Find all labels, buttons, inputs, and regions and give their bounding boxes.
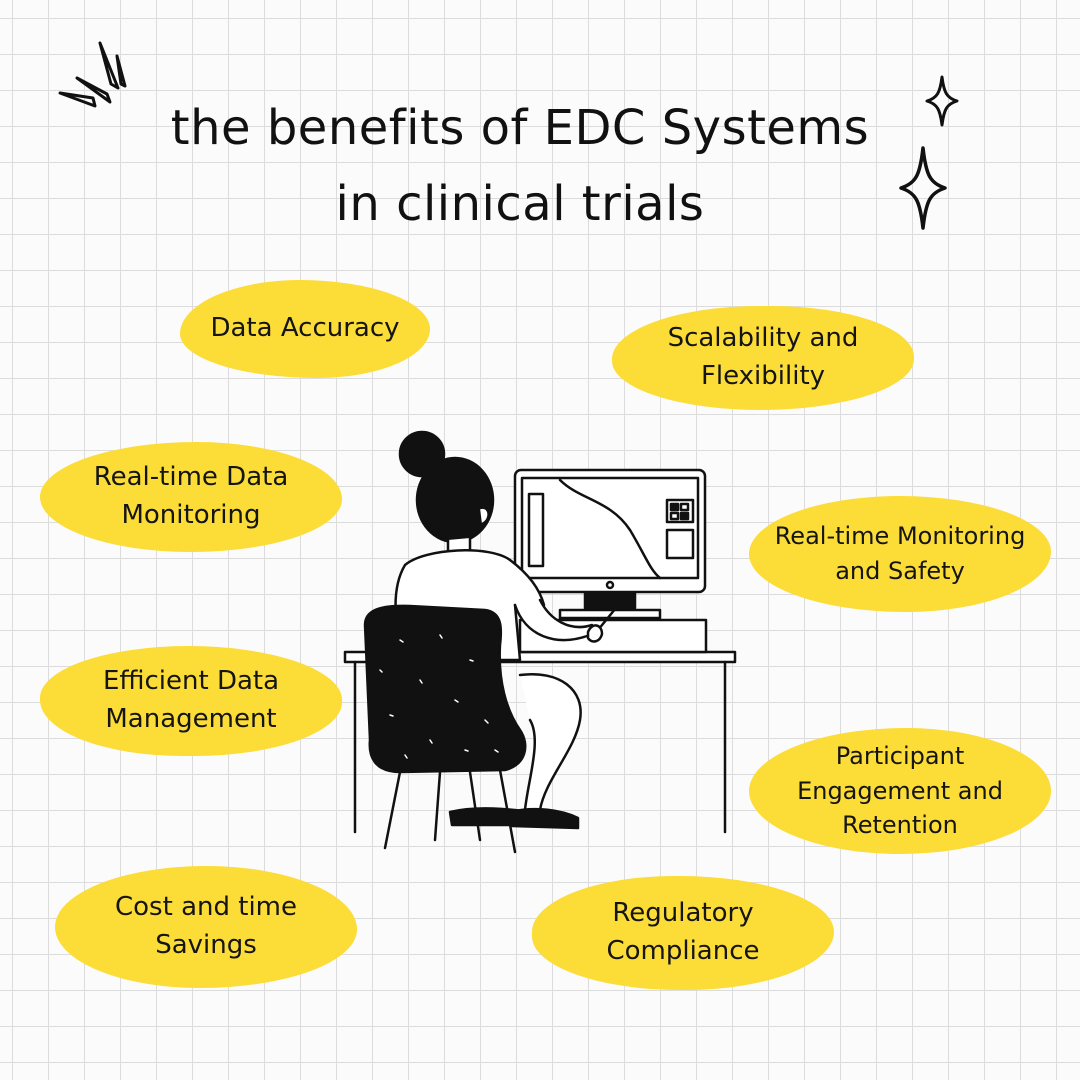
benefit-label: Compliance <box>606 936 760 966</box>
benefit-label: Engagement and <box>797 776 1003 805</box>
benefit-label: Real-time Monitoring <box>774 522 1026 551</box>
page-title-line-2: in clinical trials <box>335 176 705 232</box>
benefit-pill-data-accuracy: Data Accuracy <box>180 280 430 378</box>
benefit-pill-realtime-monitoring-safety: Real-time Monitoring and Safety <box>749 496 1051 612</box>
benefit-pill-scalability: Scalability and Flexibility <box>612 306 914 410</box>
benefit-label: and Safety <box>835 557 965 585</box>
benefit-label: Cost and time <box>115 892 297 923</box>
woman-at-computer-illustration <box>343 430 737 854</box>
benefit-label: Regulatory <box>612 898 754 929</box>
benefit-label: Management <box>105 704 277 734</box>
burst-lines-icon <box>58 41 127 108</box>
benefit-label: Real-time Data <box>93 462 289 493</box>
benefit-pill-regulatory-compliance: Regulatory Compliance <box>532 876 834 990</box>
benefit-label: Retention <box>842 811 958 840</box>
sparkle-large-icon <box>899 146 947 230</box>
page-title-line-1: the benefits of EDC Systems <box>170 100 870 156</box>
benefit-pill-participant-engagement: Participant Engagement and Retention <box>749 728 1051 854</box>
benefit-pill-efficient-data-management: Efficient Data Management <box>40 646 342 756</box>
benefit-label: Efficient Data <box>102 666 280 697</box>
benefit-label: Flexibility <box>700 361 826 391</box>
benefit-label: Participant <box>835 741 965 770</box>
benefit-label: Scalability and <box>667 323 859 354</box>
benefit-label: Savings <box>155 930 257 960</box>
sparkle-small-icon <box>925 75 959 127</box>
benefit-label: Data Accuracy <box>210 313 400 344</box>
benefit-pill-realtime-data-monitoring: Real-time Data Monitoring <box>40 442 342 552</box>
benefit-pill-cost-time-savings: Cost and time Savings <box>55 866 357 988</box>
benefit-label: Monitoring <box>121 500 261 530</box>
